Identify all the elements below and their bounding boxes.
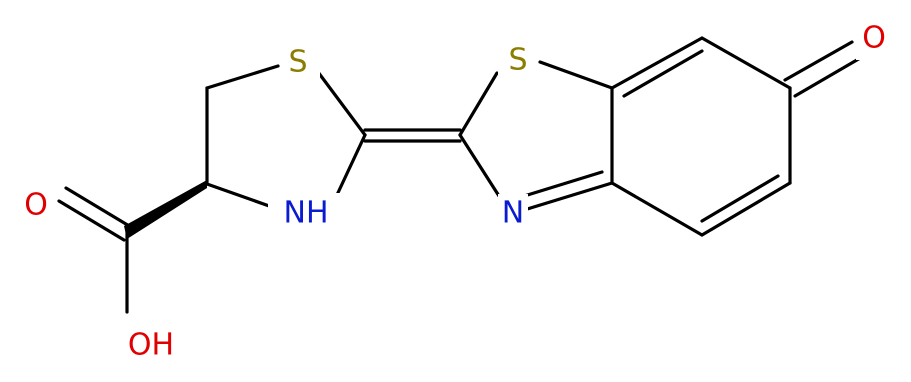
svg-text:S: S	[288, 45, 307, 80]
bond-cooh-o-double-a	[57, 199, 126, 242]
bond-cooh-o-double-b	[64, 186, 133, 229]
svg-text:OH: OH	[128, 328, 174, 363]
bond-c-n	[458, 133, 501, 198]
ketone-oxygen-atom: O	[856, 20, 892, 60]
svg-text:O: O	[24, 188, 48, 223]
bonds	[57, 36, 864, 314]
svg-text:NH: NH	[284, 196, 329, 231]
bond-s-c7a	[538, 60, 614, 90]
amine-nitrogen-atom: NH	[268, 193, 344, 233]
sulfur-atom-thiazolidine: S	[280, 44, 320, 84]
bond-c4-c3a	[610, 181, 704, 237]
bond-c5-c4-double-b	[700, 174, 780, 223]
carbonyl-oxygen-atom: O	[18, 186, 54, 226]
bond-c-nh	[205, 182, 274, 209]
bond-c6-o-double-b	[793, 55, 864, 98]
svg-text:S: S	[508, 43, 527, 78]
atom-labels: S S NH N O O O	[18, 20, 892, 366]
svg-text:N: N	[502, 196, 524, 231]
bond-c6-o-double-a	[783, 40, 854, 82]
bond-ch2-s	[205, 64, 280, 90]
stereo-wedge-bond	[124, 180, 207, 239]
hydroxyl-oxygen-atom: OH	[116, 326, 186, 366]
bond-n-c3a-double-a	[522, 181, 614, 212]
bond-s-c2	[316, 70, 367, 137]
bond-c5-c4-double-a	[700, 181, 792, 237]
svg-text:O: O	[862, 21, 886, 56]
bond-c7-c6	[700, 36, 792, 90]
bond-n-c3a-double-b	[519, 170, 604, 199]
bond-c7a-c7-double-b	[622, 49, 704, 98]
bond-c7a-c7-double-a	[610, 36, 704, 90]
imine-nitrogen-atom: N	[498, 194, 528, 234]
bond-nh-c2	[334, 133, 367, 199]
bond-c-s	[458, 71, 499, 137]
sulfur-atom-benzothiazole: S	[498, 42, 538, 82]
